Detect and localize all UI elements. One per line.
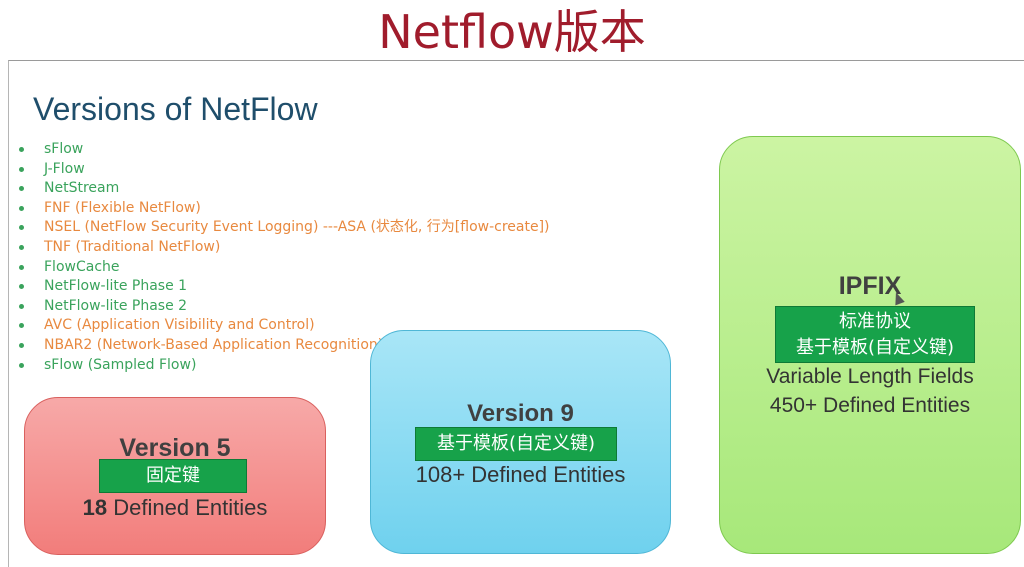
list-item: NetStream <box>17 179 550 199</box>
list-item-label: AVC (Application Visibility and Control) <box>44 317 315 334</box>
ipfix-tag-line1: 标准协议 <box>839 311 911 332</box>
list-item-label: J-Flow <box>44 160 85 177</box>
list-item: sFlow <box>17 140 550 160</box>
list-item: NSEL (NetFlow Security Event Logging) --… <box>17 218 550 238</box>
slide: Versions of NetFlow sFlow J-Flow NetStre… <box>8 60 1024 567</box>
ipfix-title: IPFIX <box>838 272 902 300</box>
list-item-label: NSEL (NetFlow Security Event Logging) --… <box>44 219 550 236</box>
version-9-entities: 108+ Defined Entities <box>415 462 626 487</box>
version-9-tag: 基于模板(自定义键) <box>415 427 617 461</box>
bullet-icon <box>19 303 24 309</box>
version-5-tag: 固定键 <box>99 459 247 493</box>
version-5-entities-label: Defined Entities <box>113 495 268 520</box>
version-5-title: Version 5 <box>119 434 231 462</box>
list-item: FlowCache <box>17 258 550 278</box>
version-9-title: Version 9 <box>467 400 574 427</box>
list-item: TNF (Traditional NetFlow) <box>17 238 550 258</box>
version-5-count: 18 <box>82 495 108 520</box>
list-item: NetFlow-lite Phase 1 <box>17 277 550 297</box>
version-9-card: Version 9 基于模板(自定义键) 108+ Defined Entiti… <box>370 330 671 554</box>
list-item-label: sFlow (Sampled Flow) <box>44 356 197 373</box>
list-item: AVC (Application Visibility and Control) <box>17 316 550 336</box>
list-item-label: FlowCache <box>44 258 120 275</box>
ipfix-tag-line2: 基于模板(自定义键) <box>795 337 955 358</box>
version-5-entities: 18 Defined Entities <box>25 495 325 521</box>
list-item-label: sFlow <box>44 141 84 157</box>
list-item: sFlow (Sampled Flow) <box>17 356 550 376</box>
bullet-icon <box>19 186 24 192</box>
bullet-icon <box>19 362 24 368</box>
ipfix-entities: 450+ Defined Entities <box>769 394 971 417</box>
bullet-icon <box>19 225 24 231</box>
ipfix-tag: 标准协议 基于模板(自定义键) <box>775 306 975 363</box>
list-item: NBAR2 (Network-Based Application Recogni… <box>17 336 550 356</box>
ipfix-card: IPFIX 标准协议 基于模板(自定义键) Variable Length Fi… <box>719 136 1021 554</box>
bullet-icon <box>19 147 24 152</box>
bullet-icon <box>19 205 24 211</box>
list-item-label: NetStream <box>44 180 120 197</box>
bullet-icon <box>19 166 24 172</box>
page-header-title: Netflow版本 <box>378 5 646 59</box>
bullet-icon <box>19 323 24 329</box>
list-item-label: TNF (Traditional NetFlow) <box>44 238 221 255</box>
bullet-icon <box>19 244 24 250</box>
list-item: J-Flow <box>17 160 550 180</box>
list-item: FNF (Flexible NetFlow) <box>17 199 550 219</box>
list-item-label: NetFlow-lite Phase 1 <box>44 278 188 295</box>
bullet-icon <box>19 342 24 348</box>
bullet-icon <box>19 284 24 290</box>
list-item: NetFlow-lite Phase 2 <box>17 297 550 317</box>
list-item-label: NBAR2 (Network-Based Application Recogni… <box>44 336 384 353</box>
ipfix-variable-length: Variable Length Fields <box>766 365 974 388</box>
netflow-versions-list: sFlow J-Flow NetStream FNF (Flexible Net… <box>17 140 550 375</box>
bullet-icon <box>19 264 24 270</box>
version-5-card: Version 5 固定键 18 Defined Entities <box>24 397 326 555</box>
slide-title: Versions of NetFlow <box>33 91 318 127</box>
list-item-label: FNF (Flexible NetFlow) <box>44 199 201 216</box>
list-item-label: NetFlow-lite Phase 2 <box>44 297 188 314</box>
